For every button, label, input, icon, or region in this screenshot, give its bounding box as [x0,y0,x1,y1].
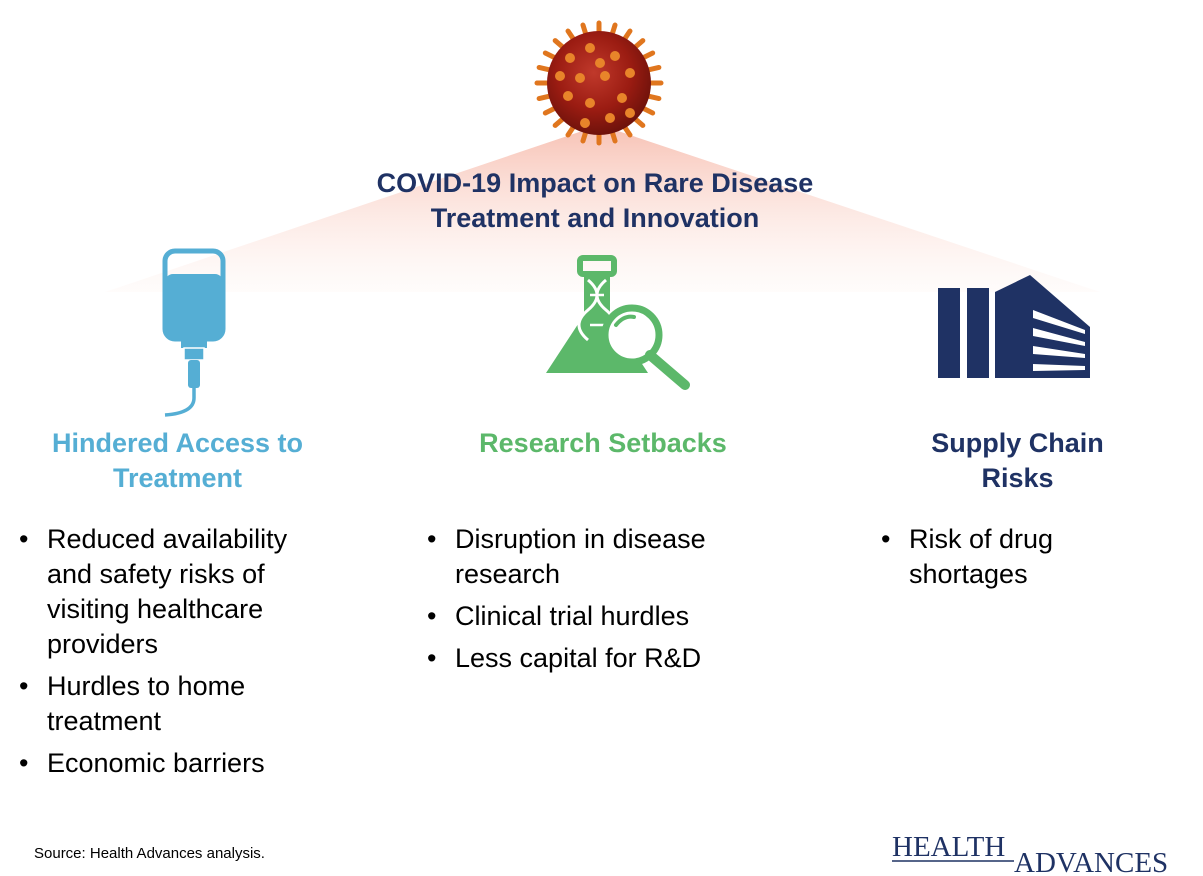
bullet-item: Hurdles to home treatment [17,669,337,739]
heading-hindered-access: Hindered Access to Treatment [20,426,335,496]
heading-line-1: Research Setbacks [479,428,727,458]
bullet-item: Less capital for R&D [425,641,765,676]
health-advances-logo: HEALTH ADVANCES [892,831,1168,876]
impact-glow-background [105,125,1100,292]
logo-word-advances: ADVANCES [1014,847,1168,876]
bullet-item: Economic barriers [17,746,337,781]
access-bullet-list: Reduced availability and safety risks of… [17,522,337,788]
flask-magnifier-icon [546,255,690,390]
iv-bag-icon [162,248,226,417]
source-note: Source: Health Advances analysis. [34,845,265,862]
heading-supply-chain: Supply Chain Risks [880,426,1155,496]
heading-line-1: Hindered Access to [51,428,304,458]
bullet-item: Clinical trial hurdles [425,599,765,634]
bullet-item: Risk of drug shortages [879,522,1159,592]
diagram-title: COVID-19 Impact on Rare Disease Treatmen… [300,166,890,236]
research-bullet-list: Disruption in disease research Clinical … [425,522,765,683]
building-icon [938,275,1090,378]
bullet-item: Disruption in disease research [425,522,765,592]
supply-bullet-list: Risk of drug shortages [879,522,1159,599]
coronavirus-icon [534,20,664,146]
title-line-1: COVID-19 Impact on Rare Disease [376,168,814,198]
heading-line-2: Risks [981,463,1054,493]
title-line-2: Treatment and Innovation [430,203,760,233]
heading-research-setbacks: Research Setbacks [448,426,758,461]
logo-word-health: HEALTH [892,831,1005,863]
heading-line-1: Supply Chain [931,428,1104,458]
heading-line-2: Treatment [112,463,243,493]
bullet-item: Reduced availability and safety risks of… [17,522,337,662]
